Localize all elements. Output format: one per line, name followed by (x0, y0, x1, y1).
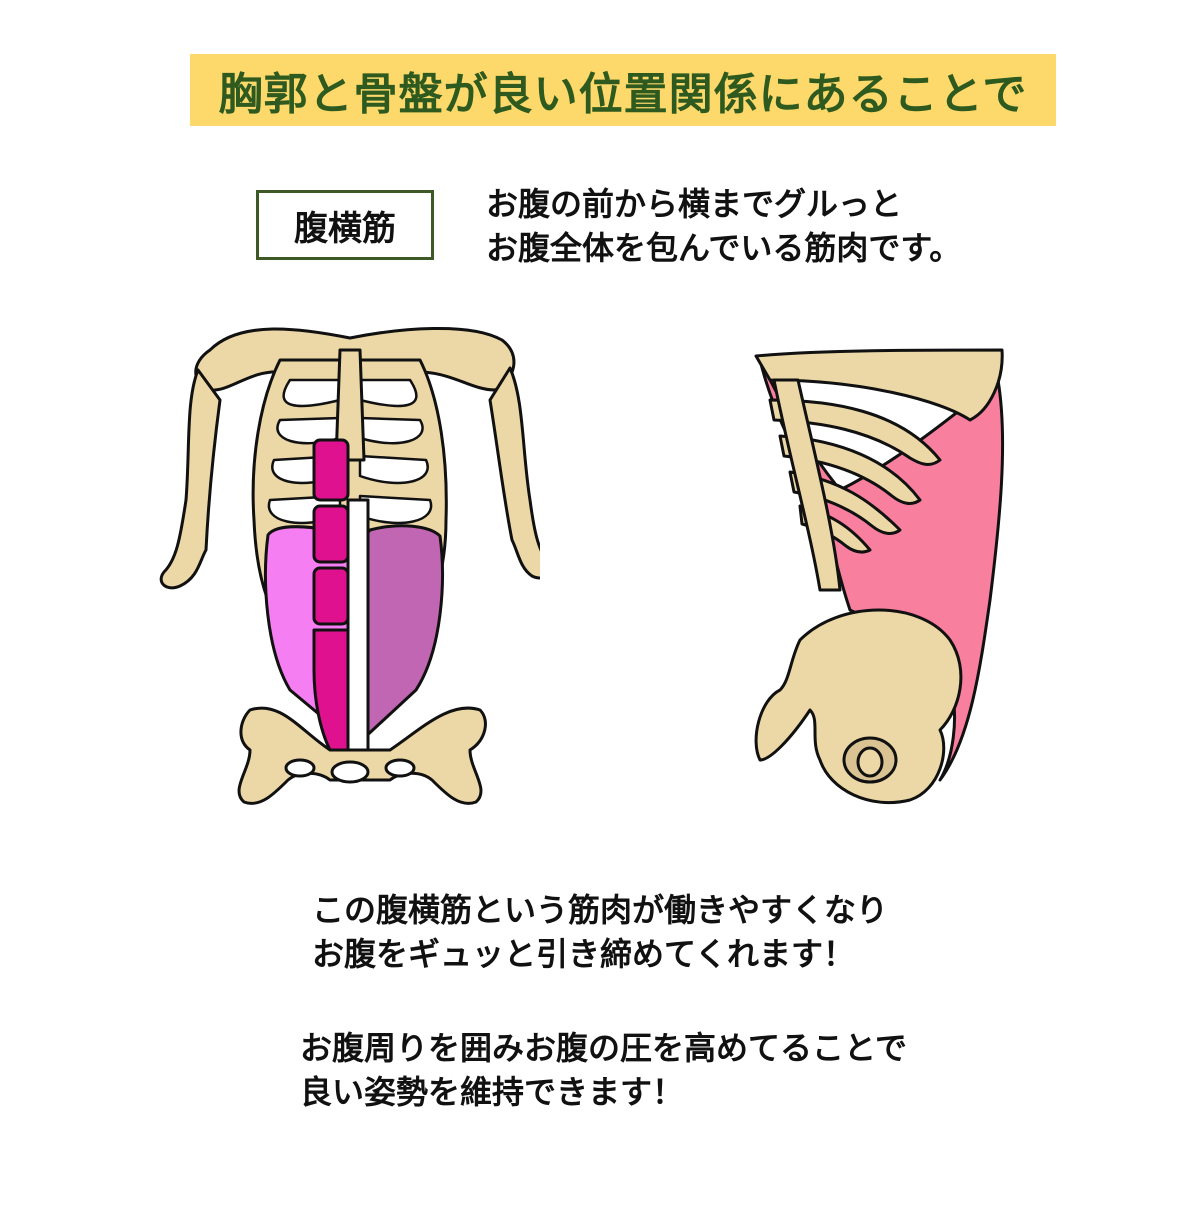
front-skeleton-illustration (159, 326, 540, 805)
rectus-abdominis-muscle (312, 438, 350, 752)
right-arm-bone (488, 366, 540, 580)
sternum (334, 348, 366, 462)
body-text-1-line-2: お腹をギュッと引き締めてくれます！ (312, 935, 856, 973)
side-skeleton-illustration (754, 348, 1005, 805)
body-text-2-line-2: 良い姿勢を維持できます！ (300, 1073, 685, 1111)
title-text: 胸郭と骨盤が良い位置関係にあることで (218, 69, 1028, 120)
term-label: 腹横筋 (294, 208, 396, 249)
side-pelvis-bone (754, 608, 963, 805)
intro-text: お腹の前から横までグルっと お腹全体を包んでいる筋肉です。 (486, 182, 961, 270)
linea-alba (346, 498, 370, 752)
body-text-1-line-1: この腹横筋という筋肉が働きやすくなり (312, 891, 889, 929)
body-text-2: お腹周りを囲みお腹の圧を高めてることで 良い姿勢を維持できます！ (300, 1026, 907, 1114)
body-text-1: この腹横筋という筋肉が働きやすくなり お腹をギュッと引き締めてくれます！ (312, 888, 888, 976)
right-oblique-muscle (360, 524, 444, 742)
term-label-box: 腹横筋 (256, 190, 434, 260)
intro-line-2: お腹全体を包んでいる筋肉です。 (486, 229, 962, 267)
intro-line-1: お腹の前から横までグルっと (486, 185, 903, 223)
pelvis-bone (237, 706, 487, 805)
spine (772, 378, 842, 592)
title-banner: 胸郭と骨盤が良い位置関係にあることで (190, 54, 1056, 126)
left-arm-bone (159, 368, 222, 590)
body-text-2-line-1: お腹周りを囲みお腹の圧を高めてることで (300, 1029, 908, 1067)
